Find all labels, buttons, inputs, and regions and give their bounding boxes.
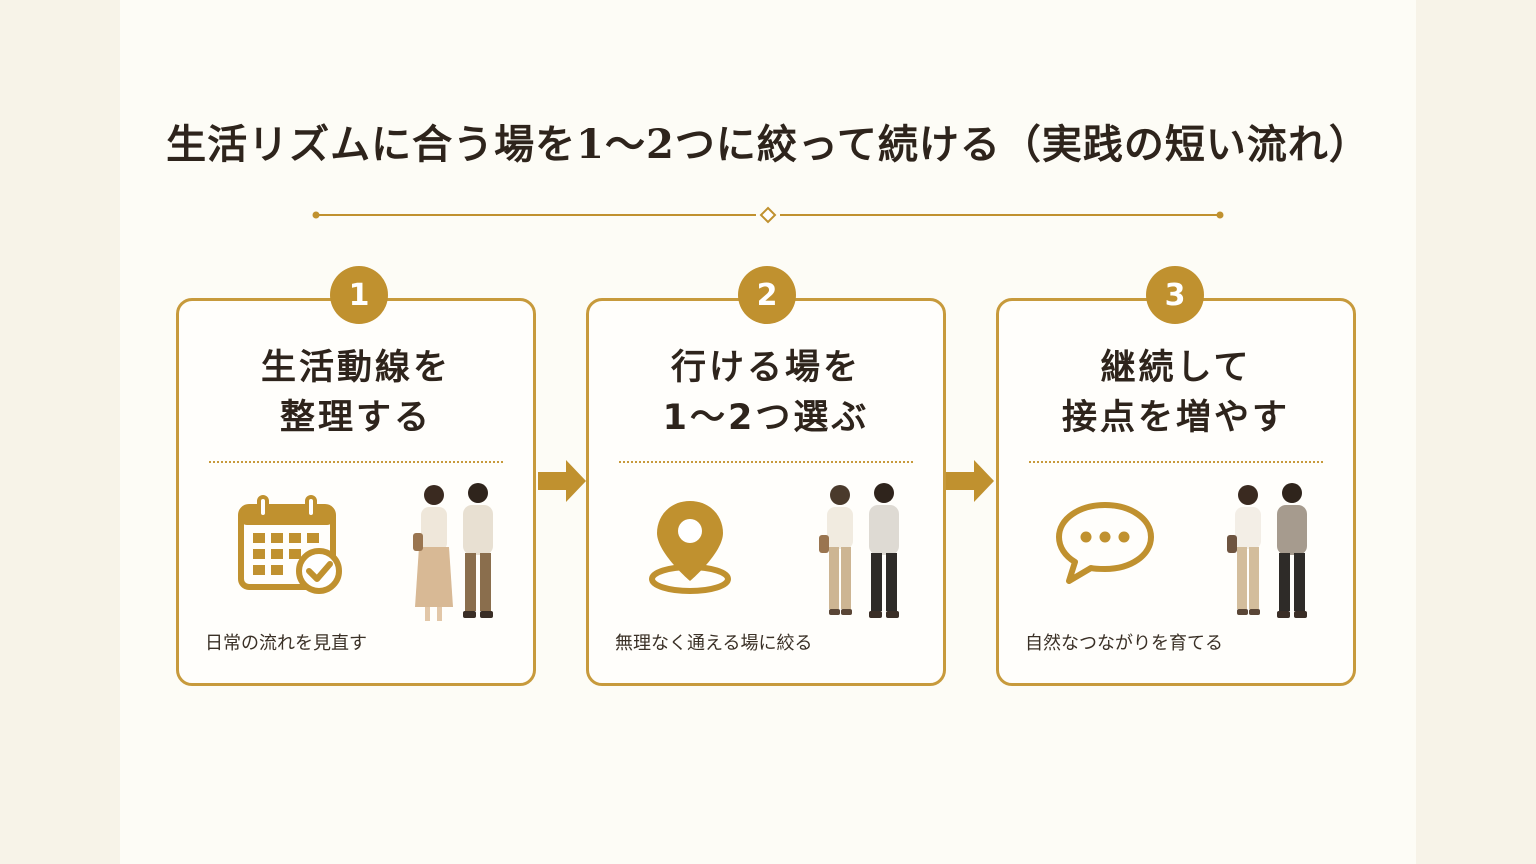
dotted-divider — [209, 461, 503, 463]
walking-couple-image — [1227, 483, 1307, 618]
step-card-1: 生活動線を 整理する 日常の流れを見直す — [176, 298, 536, 686]
arrow-right-icon — [538, 460, 586, 502]
step-caption-2: 無理なく通える場に絞る — [615, 633, 813, 654]
walking-couple-image — [413, 483, 493, 621]
step-caption-1: 日常の流れを見直す — [205, 633, 367, 654]
dotted-divider — [1029, 461, 1323, 463]
step-card-3: 継続して 接点を増やす 自然なつながりを育てる — [996, 298, 1356, 686]
step-number-badge-1: 1 — [330, 266, 388, 324]
dotted-divider — [619, 461, 913, 463]
step-number-badge-2: 2 — [738, 266, 796, 324]
step-title-1: 生活動線を 整理する — [260, 348, 451, 438]
chat-bubble-icon — [1056, 502, 1154, 584]
calendar-check-icon — [238, 495, 342, 594]
walking-couple-image — [819, 483, 899, 618]
step-title-2: 行ける場を 1〜2つ選ぶ — [662, 348, 870, 438]
arrow-right-icon — [946, 460, 994, 502]
step-title-3: 継続して 接点を増やす — [1061, 348, 1290, 438]
step-caption-3: 自然なつながりを育てる — [1025, 633, 1223, 654]
step-number-badge-3: 3 — [1146, 266, 1204, 324]
step-card-2: 行ける場を 1〜2つ選ぶ 無理なく通える場に絞る — [586, 298, 946, 686]
location-pin-icon — [649, 501, 731, 594]
page-title: 生活リズムに合う場を1〜2つに絞って続ける（実践の短い流れ） — [166, 121, 1370, 168]
title-divider — [312, 206, 1224, 224]
